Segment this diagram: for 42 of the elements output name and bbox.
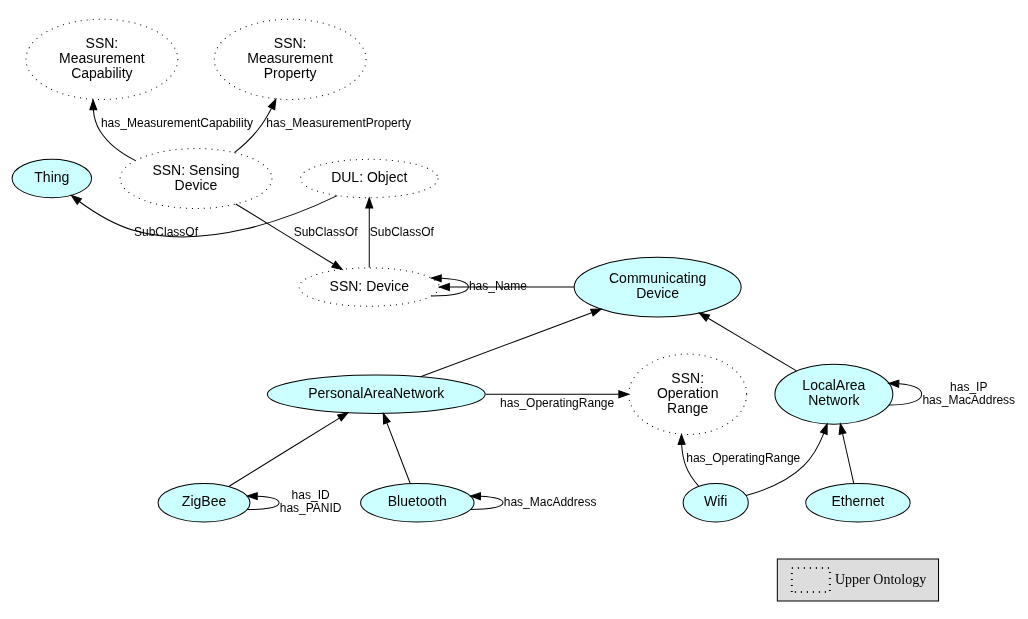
node-ellipse: SSN: Operation Range: [628, 353, 748, 435]
edge-label: has_MacAddress: [503, 494, 597, 509]
arrow: [838, 422, 855, 484]
arrow: [698, 311, 797, 371]
arrow: [430, 273, 469, 297]
arrow: [235, 203, 343, 270]
arrow: [745, 422, 828, 496]
node-ellipse: Thing: [11, 158, 93, 198]
node-ellipse: DUL: Object: [300, 158, 439, 198]
edge-label: has_MeasurementCapability: [100, 115, 254, 130]
arrow: [469, 491, 504, 510]
arrow: [365, 196, 374, 268]
arrow: [438, 282, 575, 291]
node-ellipse: Bluetooth: [360, 482, 475, 522]
edge-label: has_IP has_MacAddress: [922, 379, 1016, 407]
arrow: [233, 98, 277, 153]
edge-label: SubClassOf: [133, 224, 198, 239]
legend-label: Upper Ontology: [834, 571, 927, 587]
edge-label: has_Name: [468, 278, 527, 293]
edge-label: has_MeasurementProperty: [266, 115, 412, 130]
edge-label: has_OperatingRange: [500, 395, 615, 410]
arrow: [485, 389, 630, 398]
arrow: [89, 98, 137, 161]
arrow: [677, 433, 700, 487]
arrow: [420, 308, 602, 377]
arrow: [246, 491, 280, 510]
node-ellipse: PersonalAreaNetwork: [266, 374, 486, 414]
node-ellipse: LocalArea Network: [774, 363, 894, 425]
edge-label: SubClassOf: [293, 224, 358, 239]
arrow: [888, 379, 923, 406]
node-ellipse: SSN: Measurement Capability: [25, 18, 179, 100]
arrow: [70, 194, 338, 237]
node-ellipse: ZigBee: [157, 482, 251, 522]
edge-label: SubClassOf: [369, 224, 434, 239]
edge-label: has_OperatingRange: [686, 450, 801, 465]
node-ellipse: Ethernet: [805, 482, 911, 522]
node-ellipse: Wifi: [682, 482, 749, 522]
node-ellipse: SSN: Measurement Property: [213, 18, 367, 100]
arrow: [382, 412, 411, 484]
arrow: [228, 411, 349, 487]
edge-label: has_ID has_PANID: [279, 487, 342, 515]
node-ellipse: SSN: Sensing Device: [119, 147, 273, 209]
